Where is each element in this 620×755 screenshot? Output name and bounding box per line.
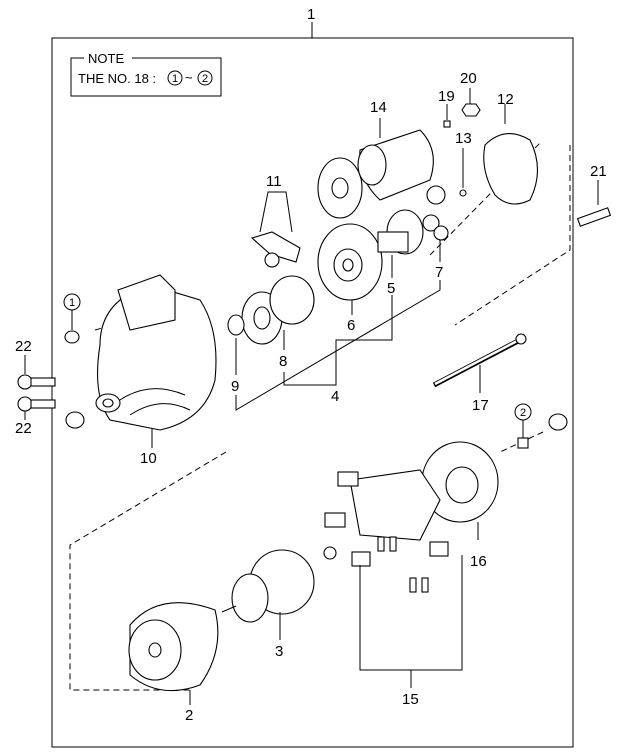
screw-1-head — [64, 330, 80, 344]
cover-plate — [483, 133, 538, 205]
planet-gears — [422, 185, 449, 241]
label-20: 20 — [460, 70, 477, 87]
bolts-22 — [17, 374, 56, 412]
label-17: 17 — [472, 397, 489, 414]
note-box: NOTE THE NO. 18 : 1 ~ 2 — [70, 51, 222, 97]
screw-2 — [517, 437, 529, 449]
label-2: 2 — [185, 707, 193, 724]
rear-cover — [421, 441, 499, 523]
leader-11 — [259, 191, 293, 233]
armature — [221, 549, 315, 623]
shift-lever — [250, 231, 301, 268]
label-22-bottom: 22 — [15, 420, 32, 437]
label-10: 10 — [140, 450, 157, 467]
label-16: 16 — [470, 553, 487, 570]
brush-holder — [324, 469, 449, 593]
leader-4-join — [283, 295, 393, 386]
note-range-end: 2 — [202, 73, 208, 85]
label-21: 21 — [590, 163, 607, 180]
dashed-outline-lower — [69, 451, 227, 691]
callout-2-text: 2 — [520, 407, 526, 419]
label-13: 13 — [455, 130, 472, 147]
label-6: 6 — [347, 317, 355, 334]
washer-19 — [443, 120, 451, 128]
callout-1-text: 1 — [69, 297, 75, 309]
label-5: 5 — [387, 280, 395, 297]
note-title: NOTE — [88, 51, 124, 66]
ball-13 — [459, 189, 467, 197]
note-range-sep: ~ — [185, 70, 193, 85]
leader-15-bracket — [359, 555, 463, 671]
label-4: 4 — [331, 388, 339, 405]
bolt-21 — [576, 207, 612, 227]
through-bolt — [432, 333, 527, 388]
yoke-assembly — [128, 602, 219, 692]
label-12: 12 — [497, 91, 514, 108]
solenoid-switch — [317, 129, 434, 219]
pinion-gear — [241, 275, 315, 345]
label-7: 7 — [435, 264, 443, 281]
snap-ring — [227, 314, 245, 336]
bushing-right — [548, 413, 568, 431]
label-9: 9 — [231, 378, 239, 395]
note-text: THE NO. 18 : — [78, 71, 156, 86]
label-11: 11 — [266, 173, 282, 190]
planetary-shaft — [377, 209, 424, 255]
bushing-left — [65, 411, 85, 429]
armature-washer — [323, 546, 337, 560]
label-19: 19 — [438, 88, 455, 105]
label-1: 1 — [307, 6, 315, 23]
center-bracket — [317, 223, 383, 301]
drive-housing — [64, 274, 217, 431]
nut-20 — [461, 103, 481, 117]
label-8: 8 — [279, 353, 287, 370]
label-3: 3 — [275, 643, 283, 660]
leader-4-bracket — [235, 280, 441, 411]
note-range-start: 1 — [172, 73, 178, 85]
label-15: 15 — [402, 691, 419, 708]
dashed-outline-upper-right — [454, 145, 571, 326]
label-14: 14 — [370, 99, 387, 116]
label-22-top: 22 — [15, 338, 32, 355]
